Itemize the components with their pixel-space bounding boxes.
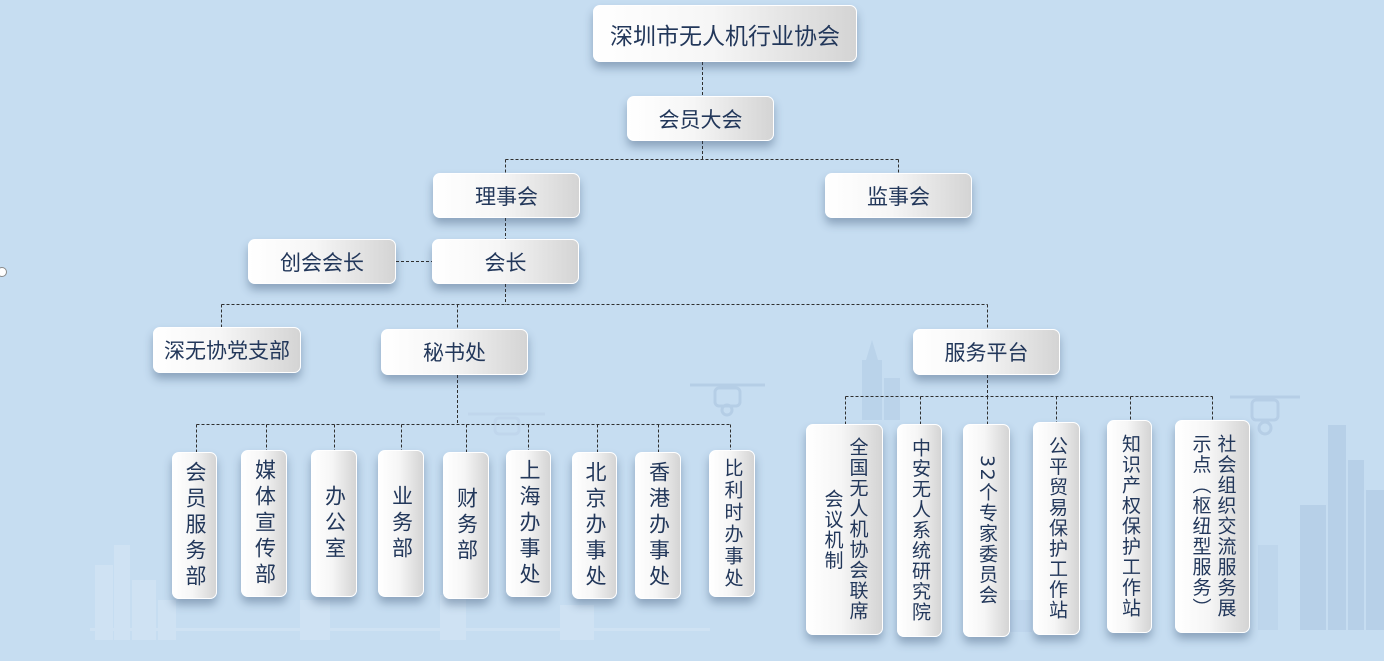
- drone-camera: [720, 403, 734, 417]
- drone-body: [1250, 398, 1280, 422]
- org-node-belgium-office: 比利时办事处: [709, 450, 755, 597]
- skyline-building: [300, 600, 330, 640]
- skyline-building: [440, 595, 466, 640]
- skyline-building: [95, 565, 113, 640]
- skyline-building: [1300, 505, 1326, 630]
- drone-illustration: [690, 383, 765, 417]
- skyline-building: [884, 378, 900, 420]
- node-label: 公平贸易保护工作站: [1046, 436, 1068, 621]
- org-node-media-dept: 媒体宣传部: [241, 450, 287, 597]
- org-node-fair-trade-station: 公平贸易保护工作站: [1033, 422, 1080, 635]
- node-label: 会员服务部: [183, 460, 207, 591]
- node-label: 财务部: [454, 486, 479, 565]
- node-label: 全国无人机协会联席会议机制: [821, 437, 869, 622]
- skyline-building: [114, 545, 130, 640]
- skyline-right: [1002, 425, 1384, 632]
- node-label: 媒体宣传部: [252, 458, 277, 589]
- org-node-office: 办公室: [311, 450, 357, 597]
- org-node-council: 理事会: [433, 173, 580, 218]
- skyline-building: [1366, 490, 1384, 630]
- org-node-finance-dept: 财务部: [443, 452, 489, 599]
- org-node-service-platform: 服务平台: [913, 329, 1060, 375]
- org-node-party-branch: 深无协党支部: [153, 327, 301, 373]
- org-node-exchange-showcase: 社会组织交流服务展示点（枢纽型服务）: [1175, 420, 1250, 633]
- skyline-left: [90, 545, 710, 640]
- org-node-founding-president: 创会会长: [248, 239, 396, 284]
- skyline-building: [1258, 545, 1278, 630]
- skyline-building: [158, 600, 176, 640]
- node-label: 理事会: [475, 184, 538, 209]
- org-node-ip-protection-station: 知识产权保护工作站: [1107, 420, 1152, 633]
- node-label: 服务平台: [944, 341, 1029, 365]
- org-node-member-services-dept: 会员服务部: [172, 452, 217, 599]
- node-label: 会员大会: [658, 107, 743, 132]
- node-label: 业务部: [389, 484, 414, 563]
- drone-camera: [1257, 420, 1273, 436]
- node-label: 办公室: [322, 484, 347, 563]
- org-node-beijing-office: 北京办事处: [572, 452, 617, 599]
- skyline-building: [1328, 425, 1346, 630]
- org-node-president: 会长: [432, 239, 579, 284]
- drone-illustration: [1230, 395, 1300, 436]
- node-label: 香港办事处: [646, 460, 671, 591]
- node-label: 创会会长: [280, 250, 364, 275]
- drone-body: [493, 416, 521, 436]
- skyline-building: [866, 340, 878, 360]
- node-label: 秘书处: [423, 341, 486, 365]
- node-label: 比利时办事处: [721, 457, 744, 590]
- skyline-building: [560, 605, 594, 640]
- skyline-tower: [862, 340, 900, 420]
- selection-handle[interactable]: [0, 267, 7, 277]
- skyline-building: [1348, 460, 1364, 630]
- org-node-zhongan-institute: 中安无人系统研究院: [897, 424, 942, 637]
- node-label: 深圳市无人机行业协会: [610, 23, 840, 50]
- skyline-building: [90, 628, 710, 631]
- org-node-business-dept: 业务部: [378, 450, 424, 597]
- org-node-supervisory-board: 监事会: [825, 173, 972, 218]
- node-label: 32个专家委员会: [976, 455, 998, 606]
- drone-body: [713, 386, 742, 408]
- org-node-secretariat: 秘书处: [381, 329, 528, 375]
- org-node-shanghai-office: 上海办事处: [506, 450, 551, 597]
- node-label: 上海办事处: [517, 458, 541, 589]
- org-node-hongkong-office: 香港办事处: [635, 452, 681, 599]
- node-label: 社会组织交流服务展示点（枢纽型服务）: [1189, 434, 1237, 619]
- skyline-building: [862, 360, 882, 420]
- org-node-association: 深圳市无人机行业协会: [593, 5, 857, 62]
- org-node-general-assembly: 会员大会: [627, 96, 774, 141]
- node-label: 知识产权保护工作站: [1119, 434, 1141, 619]
- node-label: 中安无人系统研究院: [909, 438, 931, 623]
- node-label: 北京办事处: [583, 460, 607, 591]
- org-node-expert-committees: 32个专家委员会: [963, 424, 1010, 637]
- node-label: 深无协党支部: [164, 339, 290, 363]
- node-label: 会长: [484, 250, 527, 275]
- node-label: 监事会: [867, 184, 930, 209]
- drone-illustration: [468, 412, 545, 436]
- org-node-joint-meeting-mechanism: 全国无人机协会联席会议机制: [806, 424, 883, 635]
